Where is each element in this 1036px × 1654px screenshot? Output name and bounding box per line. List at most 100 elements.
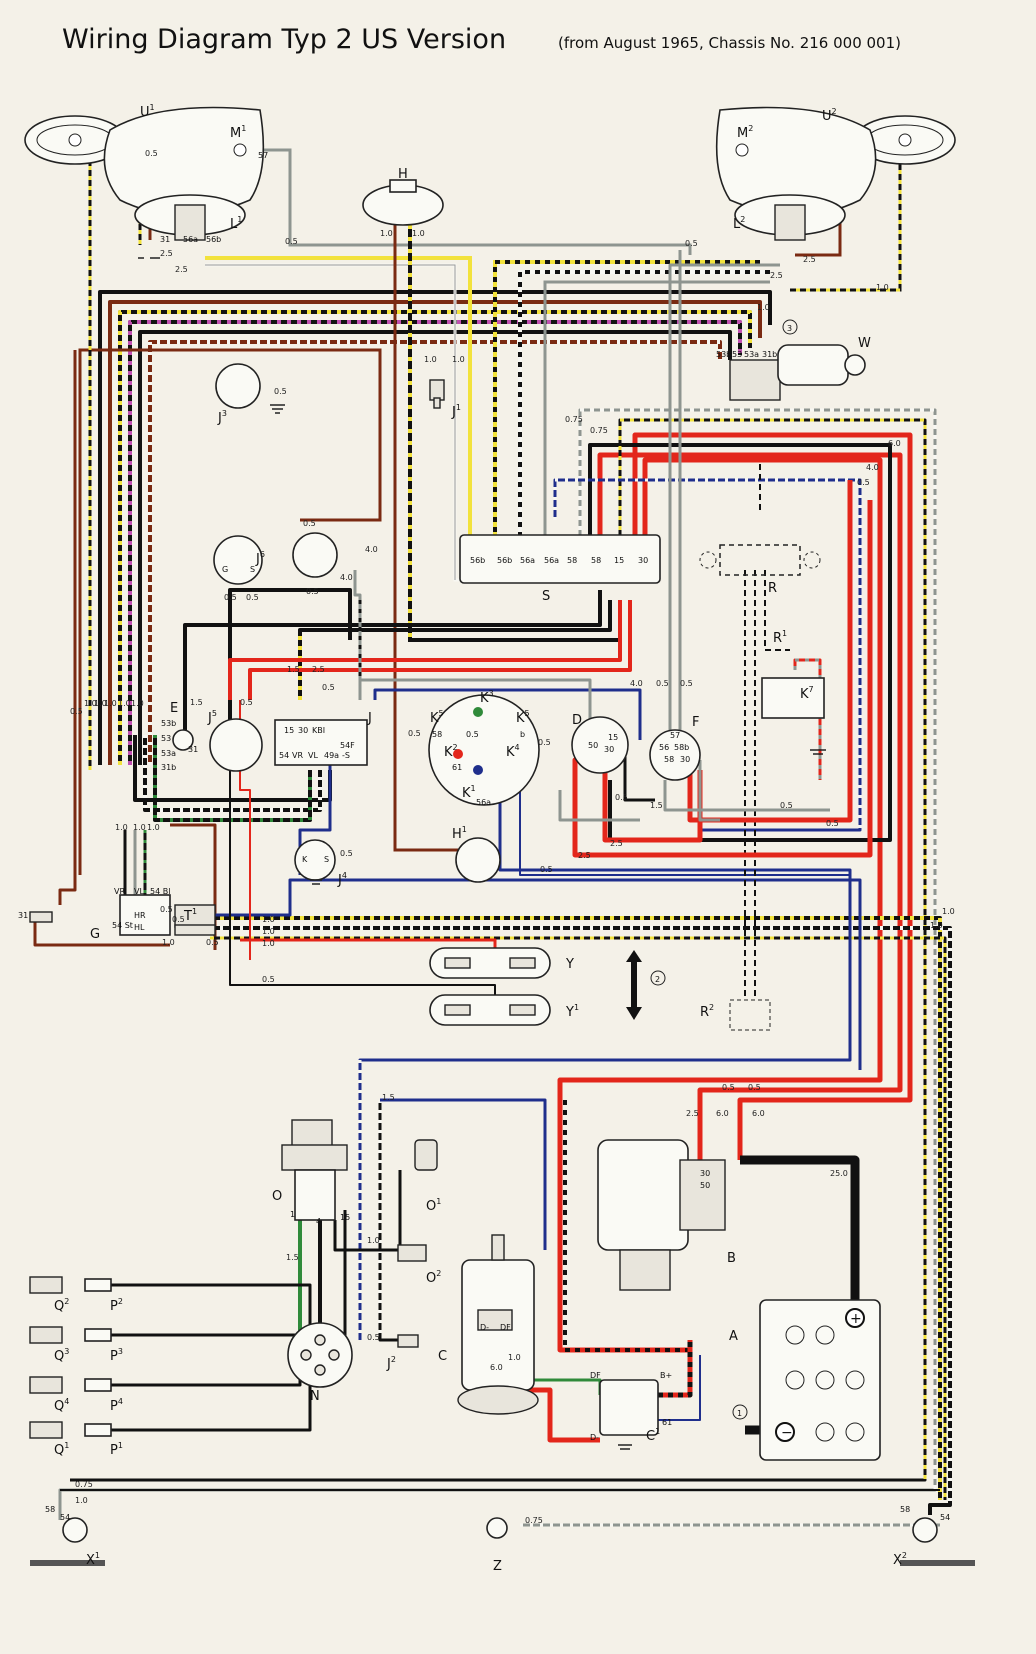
gauge-label: 2.5 — [686, 1109, 699, 1118]
gauge-label: 0.75 — [565, 415, 583, 424]
terminal-label: 53 — [161, 734, 171, 743]
gauge-label: 1.5 — [287, 665, 300, 674]
tail-light-X1 — [30, 1517, 105, 1566]
label-J2: J2 — [386, 1355, 396, 1372]
marker-2-text: 2 — [655, 975, 660, 984]
label-L1: L1 — [230, 215, 242, 232]
wiper-motor-W — [729, 344, 866, 401]
gauge-label: 1.0 — [94, 699, 107, 708]
rear-harness — [33, 350, 952, 1515]
terminal-labels: 53b 53 53a 31 31b 15 30 KBI 54 VR VL 49a… — [18, 151, 950, 1522]
gauge-label: 2.5 — [175, 265, 188, 274]
distributor-N — [287, 1322, 353, 1388]
label-F: F — [692, 715, 699, 730]
gauge-label: 6.0 — [888, 439, 901, 448]
gauge-label: 4.0 — [340, 573, 353, 582]
fusebox-feeds — [58, 250, 937, 1520]
gauge-label: 0.5 — [240, 698, 253, 707]
terminal-label: -S — [342, 751, 350, 760]
terminal-label: VL — [134, 887, 144, 896]
wire-grey-top — [258, 148, 692, 255]
gauge-label: 1.0 — [942, 907, 955, 916]
gauge-label: 1.0 — [131, 699, 144, 708]
gauge-label: 0.5 — [857, 478, 870, 487]
flasher-J3 — [215, 363, 261, 409]
headlight-switch-F — [649, 729, 701, 781]
fuse-terminal: 58 — [591, 556, 601, 565]
headlight-U2 — [715, 106, 956, 241]
terminal-label: 0.5 — [466, 730, 479, 739]
gauge-label: 0.75 — [75, 1480, 93, 1489]
gauge-label: 0.5 — [145, 149, 158, 158]
plug-connector-P1 — [84, 1423, 112, 1437]
terminal-label: 58 — [900, 1505, 910, 1514]
terminal-label: S — [324, 855, 329, 864]
gauge-label: 2.5 — [770, 271, 783, 280]
label-M1: M1 — [230, 124, 246, 141]
gauge-label: 1.5 — [650, 801, 663, 810]
label-U2: U2 — [822, 107, 837, 124]
gauge-label: 2.5 — [610, 839, 623, 848]
terminal-label: 50 — [588, 741, 598, 750]
gauge-label: 0.5 — [540, 865, 553, 874]
harness-loop-black — [98, 290, 772, 765]
battery-minus-icon: − — [781, 1425, 793, 1441]
circle-marker-1: 1 — [732, 1404, 748, 1420]
gauge-label: 1.0 — [262, 927, 275, 936]
circle-marker-2: 2 — [650, 970, 666, 986]
label-K3: K3 — [480, 689, 494, 706]
terminal-label: b — [520, 730, 525, 739]
oil-switch-J1 — [429, 379, 445, 409]
terminal-label: 30 — [680, 755, 690, 764]
label-H: H — [398, 167, 408, 182]
label-K5a: K5 — [430, 709, 444, 726]
gauge-label: 4.0 — [866, 463, 879, 472]
gauge-label: 0.5 — [408, 729, 421, 738]
label-J4: J4 — [337, 871, 347, 888]
gauge-label: 0.5 — [303, 519, 316, 528]
battery-plus-icon: + — [850, 1311, 862, 1327]
headlight-U1 — [24, 106, 265, 241]
gauge-label: 0.5 — [172, 915, 185, 924]
label-J: J — [367, 711, 372, 726]
label-X1: X1 — [86, 1551, 100, 1568]
terminal-label: 4 — [316, 1217, 321, 1226]
spark-plug-Q1 — [29, 1421, 63, 1439]
gauge-label: 0.5 — [160, 905, 173, 914]
gauge-label: 1.0 — [104, 699, 117, 708]
label-K4: K4 — [506, 743, 520, 760]
gauge-label: 0.5 — [748, 1083, 761, 1092]
engine-wiring — [60, 1098, 940, 1527]
terminal-label: 30 — [700, 1169, 710, 1178]
terminal-label: 15 — [608, 733, 618, 742]
label-X2: X2 — [893, 1551, 907, 1568]
terminal-label: VR — [292, 751, 303, 760]
label-O2: O2 — [426, 1269, 441, 1286]
label-E: E — [170, 701, 178, 716]
terminal-label: 53 — [732, 350, 742, 359]
gauge-label: 0.5 — [340, 849, 353, 858]
label-B: B — [727, 1251, 736, 1266]
gauge-label: 1.5 — [190, 698, 203, 707]
gauge-label: 2.5 — [803, 255, 816, 264]
terminal-label: VR — [114, 887, 125, 896]
label-S: S — [542, 589, 550, 604]
gauge-label: 0.5 — [206, 938, 219, 947]
terminal-label: 58 — [432, 730, 442, 739]
label-J1: J1 — [451, 403, 461, 420]
wire-gauge-labels: 0.5 0.5 0.5 1.0 1.0 2.5 2.5 2.5 2.5 1.0 … — [70, 149, 955, 1525]
gauge-label: 1.0 — [380, 229, 393, 238]
gauge-label: 1.0 — [262, 915, 275, 924]
gauge-label: 6.0 — [752, 1109, 765, 1118]
instrument-cluster — [428, 694, 540, 806]
gauge-label: 4.0 — [630, 679, 643, 688]
label-Q3: Q3 — [54, 1347, 69, 1364]
gauge-label: 25.0 — [830, 1169, 848, 1178]
gauge-label: 1.0 — [757, 303, 770, 312]
gauge-label: 6.0 — [490, 1363, 503, 1372]
label-K1: K1 — [462, 784, 476, 801]
terminal-label: 30 — [298, 726, 308, 735]
diagram-title: Wiring Diagram Typ 2 US Version — [62, 24, 506, 55]
terminal-label: 1 — [290, 1210, 295, 1219]
